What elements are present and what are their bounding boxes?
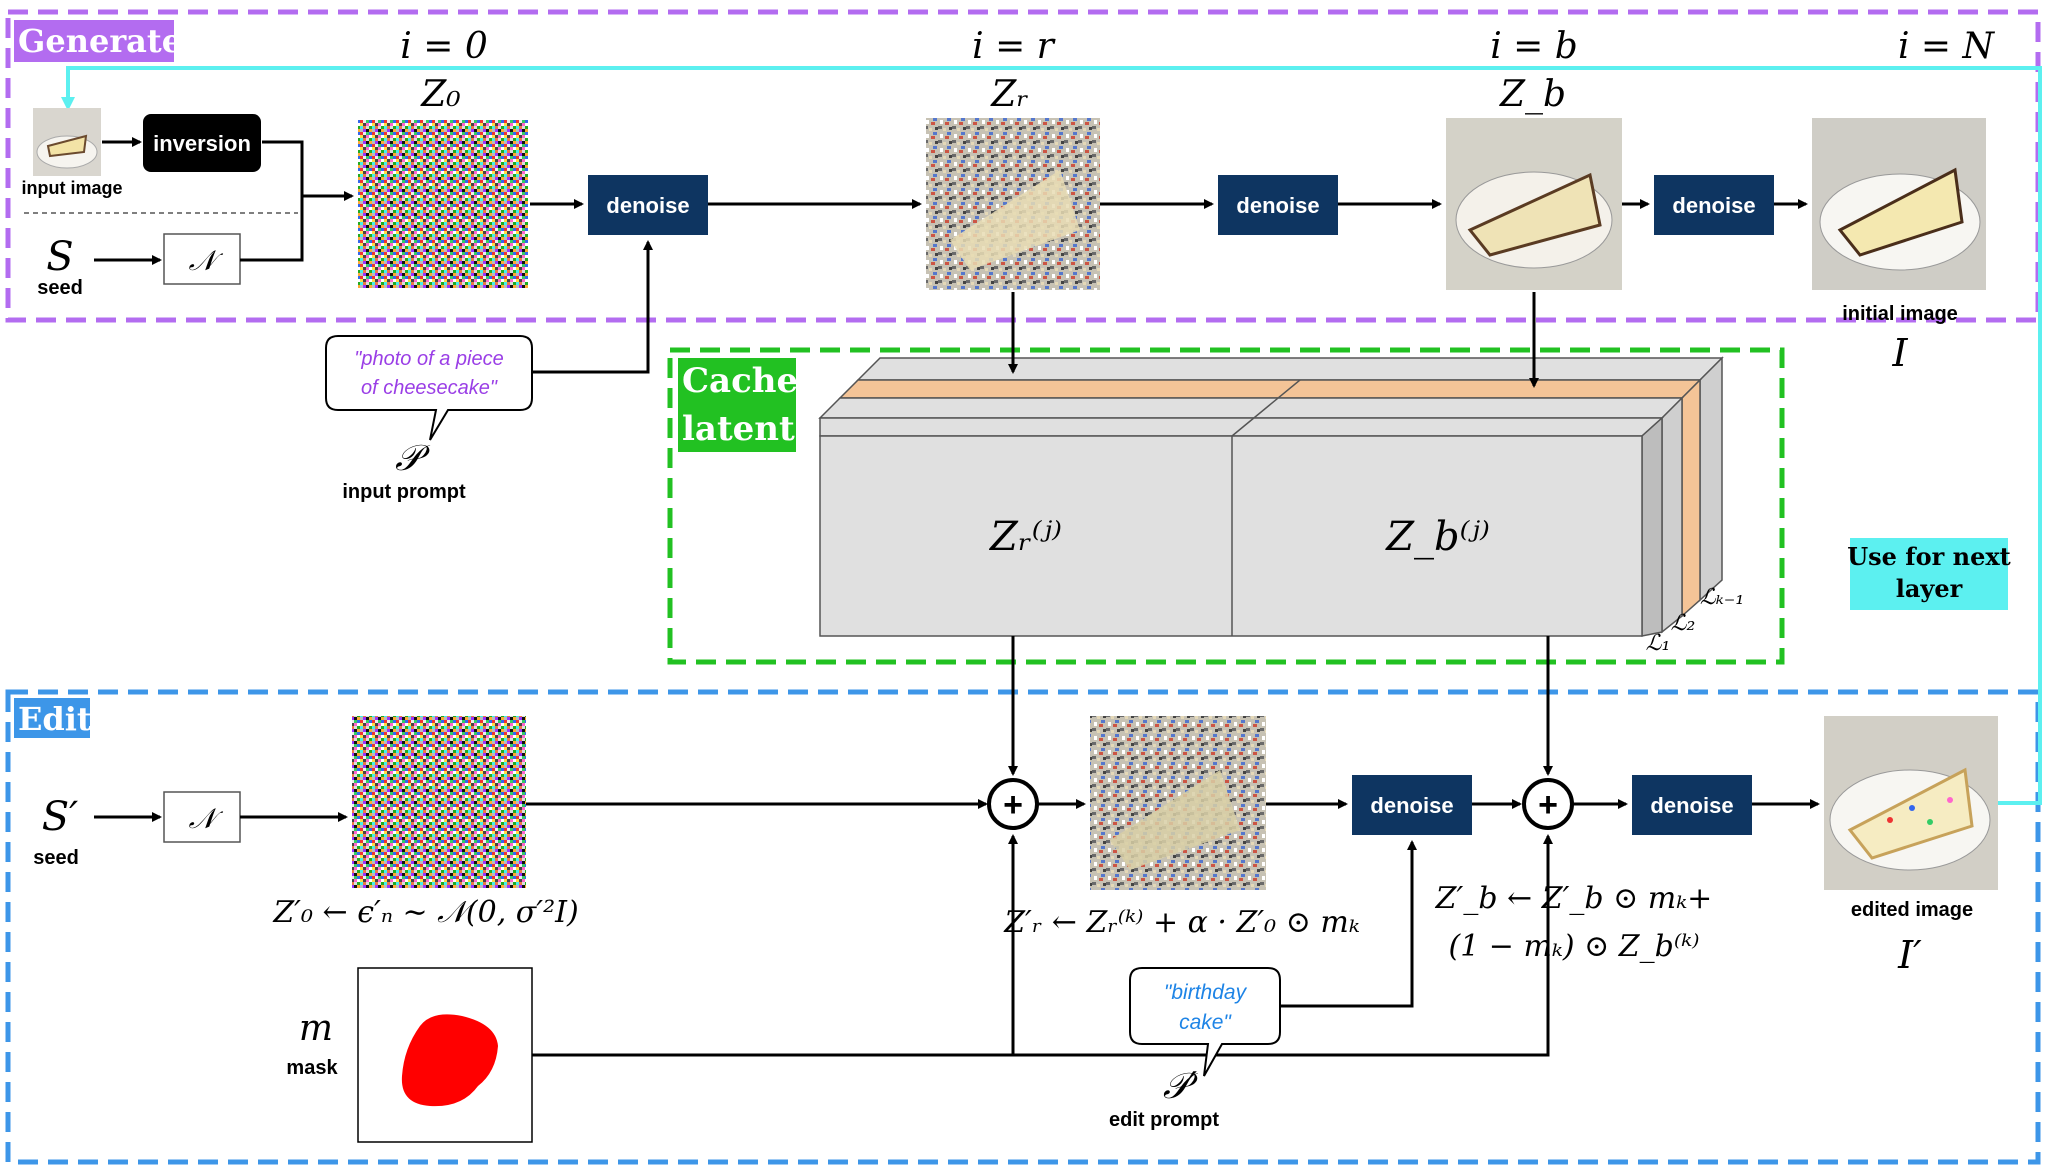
denoise-label-1: denoise: [606, 193, 689, 218]
edit-title: Edit: [18, 700, 92, 738]
denoise-block-1: [588, 175, 708, 235]
denoise-label-2: denoise: [1236, 193, 1319, 218]
input-prompt-symbol: 𝒫: [395, 438, 431, 479]
edit-denoise-label-1: denoise: [1370, 793, 1453, 818]
edit-prompt-line2: cake": [1179, 1011, 1232, 1034]
next-layer-line1: Use for next: [1847, 542, 2011, 571]
denoise-block-2: [1218, 175, 1338, 235]
edit-normal-box: [163, 791, 241, 843]
edited-image-label: edited image: [1851, 899, 1973, 921]
cache-zb-label: Z_b⁽ʲ⁾: [1384, 514, 1490, 560]
denoise-label-3: denoise: [1672, 193, 1755, 218]
edited-image-symbol: I′: [1897, 933, 1922, 977]
input-prompt-label: input prompt: [342, 481, 466, 503]
edited-image: [1824, 716, 1998, 890]
combine-symbol-1: +: [1003, 786, 1023, 824]
cache-badge: [678, 358, 796, 452]
next-layer-line2: layer: [1896, 574, 1963, 603]
next-layer-feedback-arrow: [61, 66, 2042, 805]
step-label-r: i = r: [972, 26, 1056, 67]
layer-label-k: ℒₖ₋₁: [1700, 585, 1744, 610]
inversion-label: inversion: [153, 131, 251, 156]
edit-denoise-block-2: [1632, 775, 1752, 835]
edit-seed-label: seed: [33, 847, 79, 869]
edit-prompt-line1: "birthday: [1164, 981, 1248, 1004]
edit-prompt-label: edit prompt: [1109, 1109, 1219, 1131]
input-image: [33, 108, 101, 176]
edit-denoise-label-2: denoise: [1650, 793, 1733, 818]
combine-symbol-2: +: [1538, 786, 1558, 824]
zb-image: [1446, 118, 1622, 290]
input-prompt-line2: of cheesecake": [361, 377, 498, 399]
mask-symbol: m: [299, 1008, 333, 1049]
seed-label: seed: [37, 277, 83, 299]
generate-badge: [14, 20, 174, 62]
edit-zr-image: [1090, 716, 1266, 890]
initial-image: [1812, 118, 1986, 290]
edit-seed-symbol: S′: [42, 794, 78, 840]
zr-label: Zᵣ: [990, 74, 1029, 115]
cache-zr-label: Zᵣ⁽ʲ⁾: [988, 514, 1062, 560]
zr-image: [926, 118, 1100, 290]
z0-label: Z₀: [420, 74, 460, 115]
mask-region: [401, 1014, 498, 1107]
edit-zb-formula-line1: Z′_b ← Z′_b ⊙ mₖ+: [1435, 881, 1713, 916]
mask-label: mask: [286, 1057, 338, 1079]
zb-label: Z_b: [1499, 74, 1566, 115]
arrow-to-z0: [240, 191, 354, 262]
edit-zr-formula: Z′ᵣ ← Zᵣ⁽ᵏ⁾ + α · Z′₀ ⊙ mₖ: [1003, 905, 1360, 940]
initial-image-symbol: I: [1891, 331, 1908, 375]
edit-badge: [14, 698, 90, 738]
inversion-block: [143, 114, 261, 172]
edit-frame: [5, 689, 2041, 1165]
step-label-0: i = 0: [400, 26, 487, 67]
arrow-prompt-to-denoise: [532, 240, 653, 374]
input-prompt-line1: "photo of a piece: [354, 348, 503, 370]
cache-frame: [667, 347, 1785, 665]
generate-title: Generate: [18, 22, 182, 60]
input-image-label: input image: [21, 178, 122, 198]
next-layer-badge: [1850, 538, 2008, 610]
edit-denoise-block-1: [1352, 775, 1472, 835]
z0-noise-image: [358, 120, 528, 288]
edit-z0-noise-image: [352, 716, 526, 888]
layer-label-1: ℒ₁: [1646, 631, 1671, 656]
arrow-edit-prompt-to-denoise: [1280, 840, 1417, 1008]
denoise-block-3: [1654, 175, 1774, 235]
seed-symbol: S: [46, 234, 73, 280]
edit-prompt-bubble: [1129, 967, 1281, 1077]
arrow-inversion-join: [262, 140, 304, 196]
layer-label-2: ℒ₂: [1671, 611, 1696, 636]
input-prompt-bubble: [325, 335, 533, 441]
arrow-mask-to-plus2: [532, 834, 1553, 1057]
cache-title-line1: Cache: [682, 361, 798, 401]
step-label-N: i = N: [1898, 26, 1996, 67]
edit-prompt-symbol: 𝒫′: [1163, 1066, 1199, 1107]
cache-stack: [818, 356, 1724, 637]
step-label-b: i = b: [1490, 26, 1578, 67]
cache-title-line2: latents: [682, 409, 814, 449]
edit-zb-formula-line2: (1 − mₖ) ⊙ Z_b⁽ᵏ⁾: [1448, 929, 1699, 964]
initial-image-label: initial image: [1842, 303, 1958, 325]
edit-z0-formula: Z′₀ ← ϵ′ₙ ∼ 𝒩(0, σ′²I): [272, 895, 578, 930]
